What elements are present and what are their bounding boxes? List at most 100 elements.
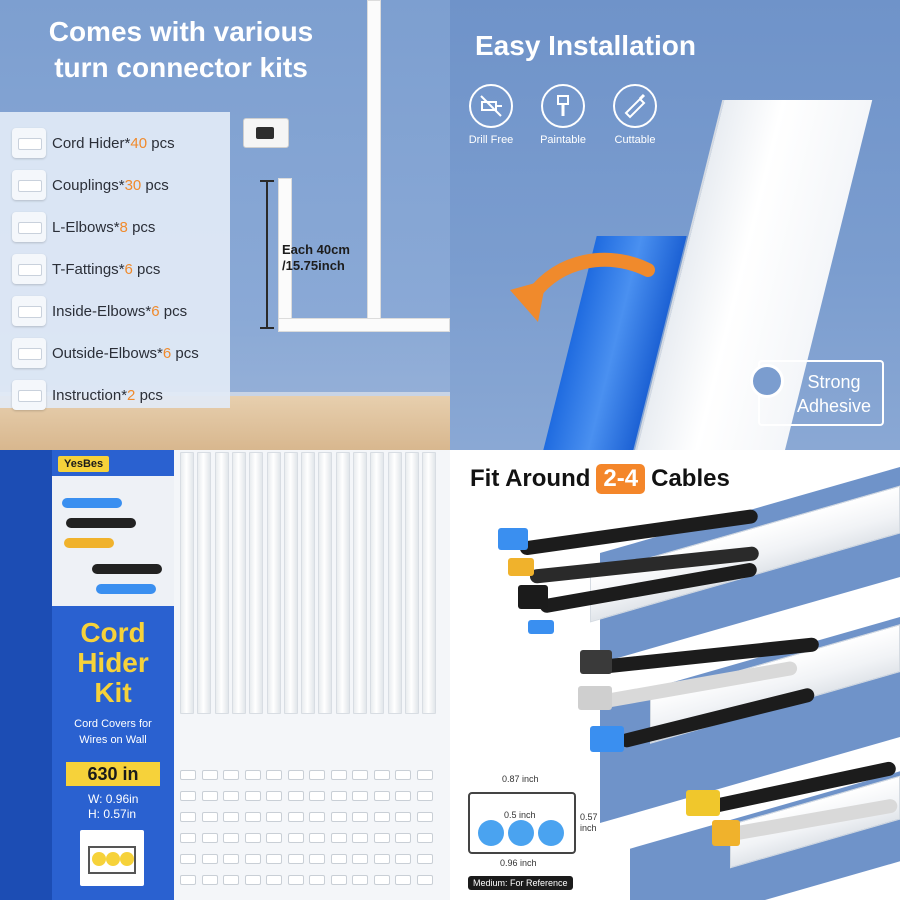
list-item: L-Elbows*8 pcs bbox=[12, 210, 155, 244]
feature-label: Paintable bbox=[540, 134, 586, 146]
fit-title-after: Cables bbox=[651, 465, 730, 492]
box-title-line1: Cord bbox=[80, 617, 146, 648]
kit-title-line1: Comes with various bbox=[48, 16, 314, 47]
item-name: Outside-Elbows bbox=[52, 344, 158, 362]
feature-paintable: Paintable bbox=[528, 84, 598, 146]
box-subtitle-line2: Wires on Wall bbox=[79, 734, 147, 746]
connector-part bbox=[330, 791, 347, 801]
item-label: Inside-Elbows*6 pcs bbox=[52, 302, 188, 320]
connector-part bbox=[223, 791, 239, 801]
connector-part bbox=[309, 791, 325, 801]
connector-part bbox=[223, 833, 239, 843]
usb-c-plug-icon bbox=[528, 620, 554, 634]
hdmi-plug-icon bbox=[686, 790, 720, 816]
usb-b-plug-icon bbox=[580, 650, 612, 674]
connector-parts-grid bbox=[180, 770, 442, 898]
cord-hider-icon bbox=[12, 128, 46, 158]
t-fitting-icon bbox=[12, 254, 46, 284]
list-item: Cord Hider*40 pcs bbox=[12, 126, 175, 160]
connector-part bbox=[266, 812, 282, 822]
connector-part bbox=[244, 833, 261, 843]
connector-part bbox=[352, 854, 368, 864]
feature-cuttable: Cuttable bbox=[600, 84, 670, 146]
inner-width-label: 0.87 inch bbox=[502, 774, 539, 784]
connector-part bbox=[201, 875, 218, 885]
connector-part bbox=[223, 770, 239, 780]
item-qty: 6 bbox=[162, 344, 172, 362]
connector-part bbox=[352, 833, 368, 843]
adhesive-line1: Strong bbox=[807, 372, 861, 392]
item-name: L-Elbows bbox=[52, 218, 114, 236]
cable-icon bbox=[64, 538, 114, 548]
connector-part bbox=[352, 791, 368, 801]
connector-part bbox=[201, 791, 218, 801]
item-label: Outside-Elbows*6 pcs bbox=[52, 344, 199, 362]
connector-part bbox=[266, 791, 282, 801]
item-label: Couplings*30 pcs bbox=[52, 176, 169, 194]
dimension-cap-bottom bbox=[260, 327, 274, 329]
cable-circle bbox=[478, 820, 504, 846]
connector-part bbox=[244, 812, 261, 822]
connector-part bbox=[373, 833, 390, 843]
item-name: Cord Hider bbox=[52, 134, 125, 152]
reference-tag: Medium: For Reference bbox=[468, 876, 573, 890]
connector-part bbox=[330, 812, 347, 822]
cable-icon bbox=[96, 584, 156, 594]
connector-part bbox=[330, 875, 347, 885]
ethernet-plug-icon bbox=[578, 686, 612, 710]
box-title: Cord Hider Kit bbox=[52, 618, 174, 708]
connector-part bbox=[180, 854, 196, 864]
instruction-icon bbox=[12, 380, 46, 410]
connector-part bbox=[201, 770, 218, 780]
length-badge: 630 in bbox=[66, 762, 160, 786]
dimension-label: Each 40cm /15.75inch bbox=[282, 242, 350, 274]
connector-part bbox=[223, 812, 239, 822]
connector-part bbox=[352, 812, 368, 822]
connector-part bbox=[180, 791, 196, 801]
connector-part bbox=[309, 812, 325, 822]
connector-part bbox=[180, 833, 196, 843]
circle-size-label: 0.5 inch bbox=[504, 810, 536, 820]
dimension-line1: Each 40cm bbox=[282, 242, 350, 257]
strong-adhesive-badge: Strong Adhesive bbox=[750, 360, 884, 426]
saw-icon bbox=[613, 84, 657, 128]
item-unit: pcs bbox=[163, 302, 188, 320]
height-label: 0.57 inch bbox=[580, 812, 598, 834]
connector-part bbox=[395, 812, 411, 822]
box-subtitle: Cord Covers for Wires on Wall bbox=[52, 716, 174, 748]
duct-profile: 0.5 inch bbox=[468, 792, 576, 854]
item-name: Instruction bbox=[52, 386, 122, 404]
box-mini-diagram bbox=[80, 830, 144, 886]
item-label: Instruction*2 pcs bbox=[52, 386, 163, 404]
item-name: Inside-Elbows bbox=[52, 302, 146, 320]
ethernet-plug-icon bbox=[712, 820, 740, 846]
list-item: T-Fattings*6 pcs bbox=[12, 252, 160, 286]
connector-part bbox=[330, 854, 347, 864]
cord-hider-strip bbox=[404, 452, 419, 714]
horizontal-cord-hider bbox=[278, 318, 450, 332]
connector-part bbox=[416, 875, 433, 885]
brand-logo: YesBes bbox=[58, 456, 110, 472]
height-value: 0.57 bbox=[580, 812, 598, 822]
connector-part bbox=[244, 875, 261, 885]
item-name: Couplings bbox=[52, 176, 119, 194]
item-qty: 30 bbox=[124, 176, 142, 194]
cable-count-badge: 2-4 bbox=[596, 464, 646, 494]
coupling-icon bbox=[12, 170, 46, 200]
cord-hider-strip bbox=[231, 452, 246, 714]
product-contents-panel: YesBes Cord Hider Kit Cord Covers for Wi… bbox=[0, 450, 450, 900]
connector-part bbox=[266, 875, 282, 885]
item-qty: 40 bbox=[130, 134, 148, 152]
connector-part bbox=[352, 875, 368, 885]
box-height: H: 0.57in bbox=[88, 807, 137, 821]
adhesive-line2: Adhesive bbox=[796, 396, 872, 416]
connector-part bbox=[330, 833, 347, 843]
connector-part bbox=[180, 875, 196, 885]
item-unit: pcs bbox=[151, 134, 175, 152]
usb-c-plug-icon bbox=[508, 558, 534, 576]
connector-part bbox=[416, 854, 433, 864]
item-qty: 6 bbox=[124, 260, 133, 278]
item-label: L-Elbows*8 pcs bbox=[52, 218, 156, 236]
connector-part bbox=[223, 854, 239, 864]
connector-part bbox=[309, 770, 325, 780]
